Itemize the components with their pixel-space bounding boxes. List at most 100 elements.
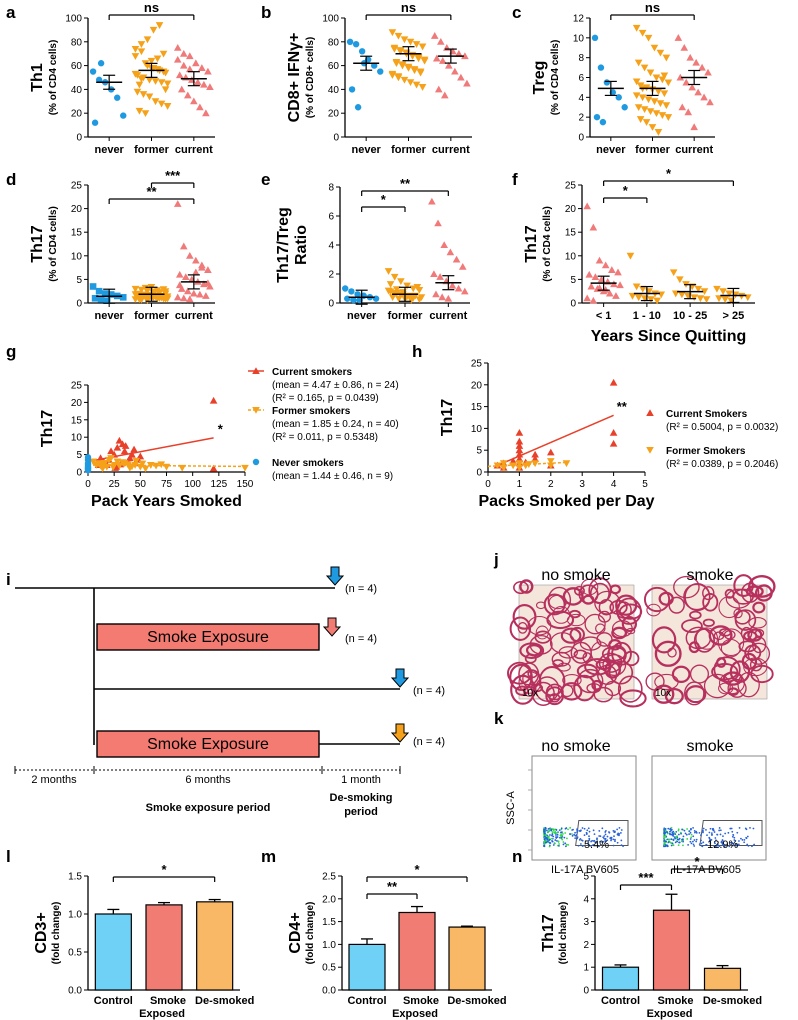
- event-dot: [677, 838, 680, 841]
- data-point: [438, 293, 446, 301]
- event-dot: [731, 842, 734, 845]
- data-point: [700, 93, 708, 101]
- data-point: [394, 32, 403, 40]
- data-point: [163, 80, 172, 88]
- smoke-exposure-box: [96, 623, 320, 651]
- panel-label: f: [512, 170, 518, 189]
- data-point: [135, 107, 144, 115]
- data-point: [161, 295, 170, 303]
- data-point: [599, 118, 607, 126]
- alveolus-wall: [738, 640, 757, 653]
- data-point: [128, 450, 136, 458]
- sig-label: ns: [645, 0, 660, 15]
- data-point: [186, 252, 194, 259]
- data-point: [515, 460, 524, 468]
- event-dot: [746, 843, 749, 846]
- event-dot: [564, 845, 567, 848]
- event-dot: [609, 837, 612, 840]
- period-duration: 6 months: [185, 774, 231, 786]
- event-dot: [558, 844, 560, 847]
- data-point: [430, 270, 438, 277]
- event-dot: [680, 832, 682, 835]
- y-tick-label: 0: [328, 299, 334, 310]
- y-tick-label: 100: [322, 14, 339, 25]
- legend-stat: (R² = 0.165, p = 0.0439): [272, 393, 379, 404]
- data-point: [202, 109, 210, 117]
- data-point: [388, 70, 397, 78]
- event-dot: [721, 842, 724, 845]
- data-point: [186, 295, 194, 303]
- event-dot: [681, 828, 684, 831]
- data-point: [131, 291, 140, 299]
- data-point: [97, 295, 105, 303]
- data-point: [204, 279, 212, 287]
- alveolus-wall: [695, 627, 719, 650]
- event-dot: [587, 827, 590, 830]
- panel-label: c: [512, 3, 521, 22]
- data-point: [715, 295, 723, 303]
- y-tick-label: 40: [71, 85, 83, 96]
- data-point: [186, 65, 194, 73]
- event-dot: [686, 838, 689, 840]
- y-tick-label: 1.5: [68, 872, 82, 883]
- alveolus-wall: [538, 666, 566, 697]
- data-point: [436, 273, 444, 280]
- alveolus-wall: [534, 676, 560, 702]
- alveolus-wall: [525, 644, 543, 657]
- group-size: (n = 4): [413, 685, 445, 697]
- data-point: [412, 81, 421, 89]
- data-point: [644, 96, 653, 104]
- data-point: [202, 292, 210, 299]
- alveolus-wall: [595, 623, 606, 634]
- y-axis-subtitle: (% of CD4 cells): [48, 206, 59, 282]
- data-point: [694, 285, 703, 293]
- data-point: [358, 48, 366, 55]
- panel-label: d: [6, 170, 16, 189]
- alveolus-wall: [562, 673, 582, 687]
- data-point: [690, 123, 698, 131]
- event-dot: [610, 836, 613, 839]
- y-tick-label: 2: [583, 940, 589, 951]
- data-point: [725, 290, 734, 298]
- alveolus-wall: [535, 625, 549, 640]
- data-point: [674, 34, 683, 41]
- event-dot: [612, 844, 615, 847]
- y-axis-title-text: Th17: [39, 410, 56, 447]
- data-point: [434, 85, 443, 93]
- panel-label: b: [261, 3, 271, 22]
- data-point: [119, 294, 127, 301]
- event-dot: [551, 837, 553, 840]
- y-axis-subtitle: (% of CD4 cells): [542, 206, 553, 282]
- event-dot: [569, 832, 571, 835]
- x-tick-label: 2: [548, 479, 554, 490]
- down-arrow-icon: [390, 668, 410, 688]
- data-point: [595, 284, 604, 291]
- event-dot: [594, 841, 597, 843]
- event-dot: [664, 828, 667, 830]
- alveolus-wall: [703, 673, 731, 699]
- x-tick-label: De-smoked: [703, 995, 762, 1007]
- alveolus-wall: [671, 665, 691, 683]
- alveolus-wall: [621, 616, 638, 632]
- event-dot: [567, 843, 570, 846]
- alveolus-wall: [732, 588, 754, 605]
- event-dot: [543, 845, 545, 847]
- legend-marker: [646, 409, 654, 416]
- data-point: [141, 284, 150, 292]
- data-point: [141, 60, 150, 68]
- event-dot: [672, 844, 675, 847]
- event-dot: [702, 830, 704, 833]
- data-point: [436, 38, 445, 45]
- flow-title: smoke: [686, 738, 733, 755]
- data-point: [583, 294, 591, 302]
- sig-label: *: [218, 422, 224, 437]
- y-tick-label: 0: [76, 468, 82, 479]
- data-point: [640, 106, 649, 114]
- event-dot: [574, 831, 576, 834]
- x-tick-label: former: [134, 144, 170, 156]
- panel-label: l: [6, 847, 11, 866]
- legend-name: Current Smokers: [666, 409, 748, 420]
- data-point: [601, 285, 610, 293]
- x-tick-label: 75: [161, 479, 173, 490]
- data-point: [432, 290, 440, 298]
